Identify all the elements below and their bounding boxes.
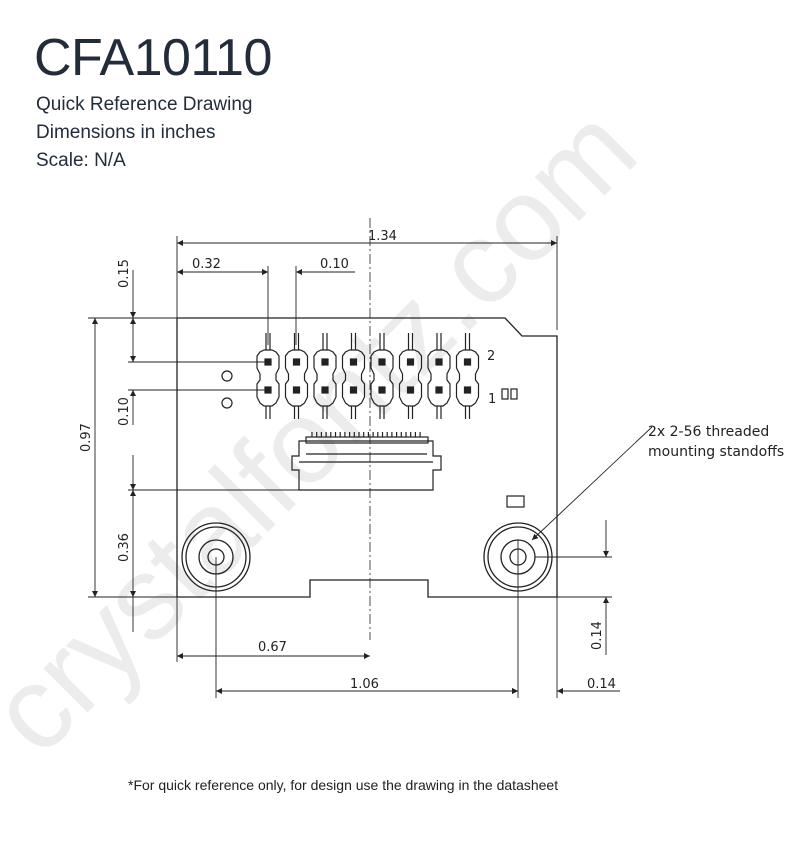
connector-latch (305, 436, 429, 444)
pin-body-7 (427, 349, 451, 407)
dimension-lines (88, 236, 653, 698)
dim-pin-pitch-x: 0.10 (320, 257, 349, 272)
pin-pad-bottom-2 (292, 386, 301, 394)
smd-components (501, 388, 525, 508)
pin-pad-top-5 (378, 358, 386, 366)
pin-pad-top-8 (463, 358, 472, 366)
pcb-outline-group (176, 218, 558, 640)
pin-body-3 (313, 349, 337, 407)
dim-connector-offset-y: 0.36 (117, 533, 132, 562)
dim-standoff-edge-x: 0.14 (587, 677, 616, 692)
ffc-connector (291, 432, 442, 491)
small-hole-bottom (221, 397, 233, 409)
pin-pad-bottom-7 (435, 386, 443, 394)
smd-pad-a (501, 388, 509, 400)
pin-pad-bottom-6 (406, 386, 415, 394)
small-hole-top (221, 370, 233, 382)
mounting-holes-small (221, 370, 233, 409)
callout-line-1: 2x 2-56 threaded (648, 424, 769, 440)
pin-pad-bottom-5 (378, 386, 386, 394)
pin-pad-top-3 (321, 358, 329, 366)
pin-label-row-top: 2 (487, 349, 495, 364)
dim-overall-height: 0.97 (79, 423, 94, 452)
pcb-outline (176, 317, 558, 598)
dim-overall-width: 1.34 (368, 229, 397, 244)
subtitle-line-3: Scale: N/A (36, 150, 126, 171)
smd-pad-b (510, 388, 518, 400)
connector-body (291, 440, 442, 491)
page-title: CFA10110 (34, 29, 272, 87)
callout-leader (531, 426, 653, 541)
dim-pin-pitch-y: 0.10 (117, 397, 132, 426)
pin-pad-top-4 (349, 358, 358, 366)
pin-label-row-bottom: 1 (488, 392, 496, 407)
dim-standoff-spacing: 1.06 (350, 677, 379, 692)
pin-pad-top-7 (435, 358, 443, 366)
pin-body-2 (284, 349, 309, 407)
footnote: *For quick reference only, for design us… (128, 777, 559, 793)
pin-body-5 (370, 349, 394, 407)
subtitle-line-2: Dimensions in inches (36, 122, 216, 143)
pin-body-6 (398, 349, 423, 407)
dim-pin-offset-x: 0.32 (192, 257, 221, 272)
subtitle-line-1: Quick Reference Drawing (36, 94, 253, 115)
pin-body-4 (341, 349, 366, 407)
pin-header (256, 333, 480, 419)
pin-pad-bottom-4 (349, 386, 358, 394)
ffc-pins (311, 432, 421, 437)
dim-pin-offset-y: 0.15 (117, 259, 132, 288)
pin-pad-top-2 (292, 358, 301, 366)
callout-line-2: mounting standoffs (648, 444, 784, 460)
pin-body-8 (455, 349, 480, 407)
pin-pad-bottom-8 (463, 386, 472, 394)
pin-body-1 (256, 349, 280, 407)
pin-pad-top-6 (406, 358, 415, 366)
smd-component (506, 495, 525, 508)
pin-pad-bottom-3 (321, 386, 329, 394)
watermark-text: crystalfontz.com (0, 82, 661, 778)
dim-center-offset-x: 0.67 (258, 640, 287, 655)
dim-standoff-edge-y: 0.14 (590, 621, 605, 650)
